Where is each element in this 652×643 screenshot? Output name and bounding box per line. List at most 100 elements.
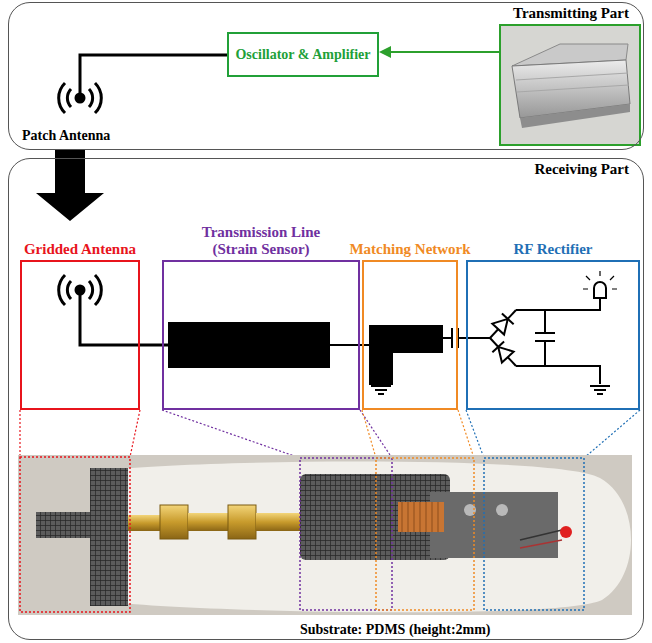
section-outline (162, 260, 360, 410)
photo-dotted-boxes (484, 458, 584, 610)
device-photo (256, 513, 302, 531)
section-heading: Gridded Antenna (24, 241, 136, 260)
section-heading-area: Matching Network (362, 222, 458, 260)
matching-network-symbol (370, 352, 392, 384)
block-arrow (36, 150, 104, 221)
zoom-lines (362, 410, 474, 458)
rectifier-symbol (590, 385, 610, 387)
label-holder: Substrate: PDMS (height:2mm) (300, 620, 491, 638)
device-photo (188, 513, 228, 531)
section-heading-area: Gridded Antenna (20, 222, 140, 260)
matching-network-symbol (370, 326, 452, 394)
tx-wire (80, 55, 228, 98)
panel: Receiving PartGridded Antenna Transmissio… (8, 158, 644, 640)
antenna-symbol (59, 83, 102, 113)
process-box: Oscillator & Amplifier (227, 32, 379, 77)
device-photo (160, 505, 188, 539)
section-outline (20, 260, 140, 410)
section-heading-area: Transmission Line (Strain Sensor) (162, 222, 360, 260)
zoom-lines (466, 410, 640, 458)
figure-label: Patch Antenna (22, 128, 110, 143)
device-photo (520, 540, 562, 548)
transmission-line-symbol (168, 322, 330, 368)
matching-network-symbol (378, 393, 384, 395)
panel-title: Receiving Part (9, 159, 643, 178)
device-photo (228, 505, 256, 539)
rectifier-symbol (492, 313, 513, 334)
zoom-lines (20, 410, 640, 458)
rectifier-symbol (492, 341, 513, 362)
box-label: Oscillator & Amplifier (235, 47, 370, 63)
tx-wire (80, 55, 228, 98)
rectifier-symbol (502, 313, 514, 324)
rx-antenna-symbol (80, 290, 168, 345)
rectifier-symbol (492, 341, 504, 352)
green-arrow (388, 51, 500, 53)
rectifier-symbol (583, 271, 617, 289)
rectifier-symbol (544, 310, 546, 333)
section-heading-area: RF Rectifier (466, 222, 640, 260)
section-heading: RF Rectifier (514, 241, 593, 260)
section-heading: Transmission Line (Strain Sensor) (186, 224, 336, 260)
device-photo (300, 474, 450, 560)
rectifier-symbol (535, 332, 555, 334)
matching-network-symbol (371, 385, 391, 387)
matching-network-symbol (375, 389, 387, 391)
amplifier-photo (500, 25, 640, 145)
device-photo (430, 492, 558, 558)
amplifier-photo (517, 85, 629, 92)
antenna-symbol (59, 83, 102, 113)
rectifier-symbol (516, 298, 600, 310)
section-heading: Matching Network (349, 241, 470, 260)
green-arrow (379, 46, 391, 58)
device-photo (398, 502, 444, 532)
rx-antenna-symbol (59, 275, 168, 345)
matching-network-symbol (370, 326, 442, 352)
device-photo (402, 502, 438, 532)
rectifier-symbol (492, 341, 513, 362)
rectifier-symbol (492, 313, 513, 334)
section-group: Matching Network (362, 222, 458, 410)
section-outline (466, 260, 640, 410)
amplifier-photo (516, 73, 628, 80)
section-group: Transmission Line (Strain Sensor) (162, 222, 360, 410)
amplifier-photo (520, 104, 630, 128)
figure-label: Substrate: PDMS (height:2mm) (300, 622, 491, 637)
device-photo (18, 455, 632, 615)
device-photo (18, 455, 632, 615)
rectifier-symbol (597, 393, 603, 395)
device-photo (110, 462, 631, 613)
rectifier-symbol (490, 338, 516, 366)
rectifier-symbol (516, 366, 600, 384)
rectifier-symbol (490, 310, 516, 338)
section-outline (362, 260, 458, 410)
panel: Transmitting PartOscillator & Amplifier (8, 2, 644, 150)
device-photo (520, 530, 562, 540)
rectifier-symbol (544, 341, 546, 366)
zoom-lines (20, 410, 140, 457)
photo-dotted-boxes (20, 457, 584, 612)
amplifier-photo (500, 25, 640, 145)
transmission-line-symbol (330, 344, 370, 346)
photo-dotted-boxes (20, 457, 130, 612)
transmission-line-symbol (168, 322, 370, 368)
panel-title: Transmitting Part (9, 3, 643, 22)
zoom-lines (162, 410, 392, 458)
device-photo (90, 468, 128, 606)
rectifier-symbol (451, 328, 453, 348)
device-photo (560, 526, 572, 538)
device-photo (496, 504, 508, 516)
antenna-symbol (76, 94, 84, 102)
rectifier-symbol (594, 389, 606, 391)
section-group: RF Rectifier (466, 222, 640, 410)
green-arrow (379, 46, 500, 58)
photo-dotted-boxes (300, 458, 392, 610)
section-group: Gridded Antenna (20, 222, 140, 410)
matching-network-symbol (442, 337, 452, 339)
rectifier-symbol (458, 337, 490, 339)
photo-dotted-boxes (376, 458, 474, 610)
device-photo (36, 512, 94, 538)
rectifier-symbol (452, 271, 617, 394)
